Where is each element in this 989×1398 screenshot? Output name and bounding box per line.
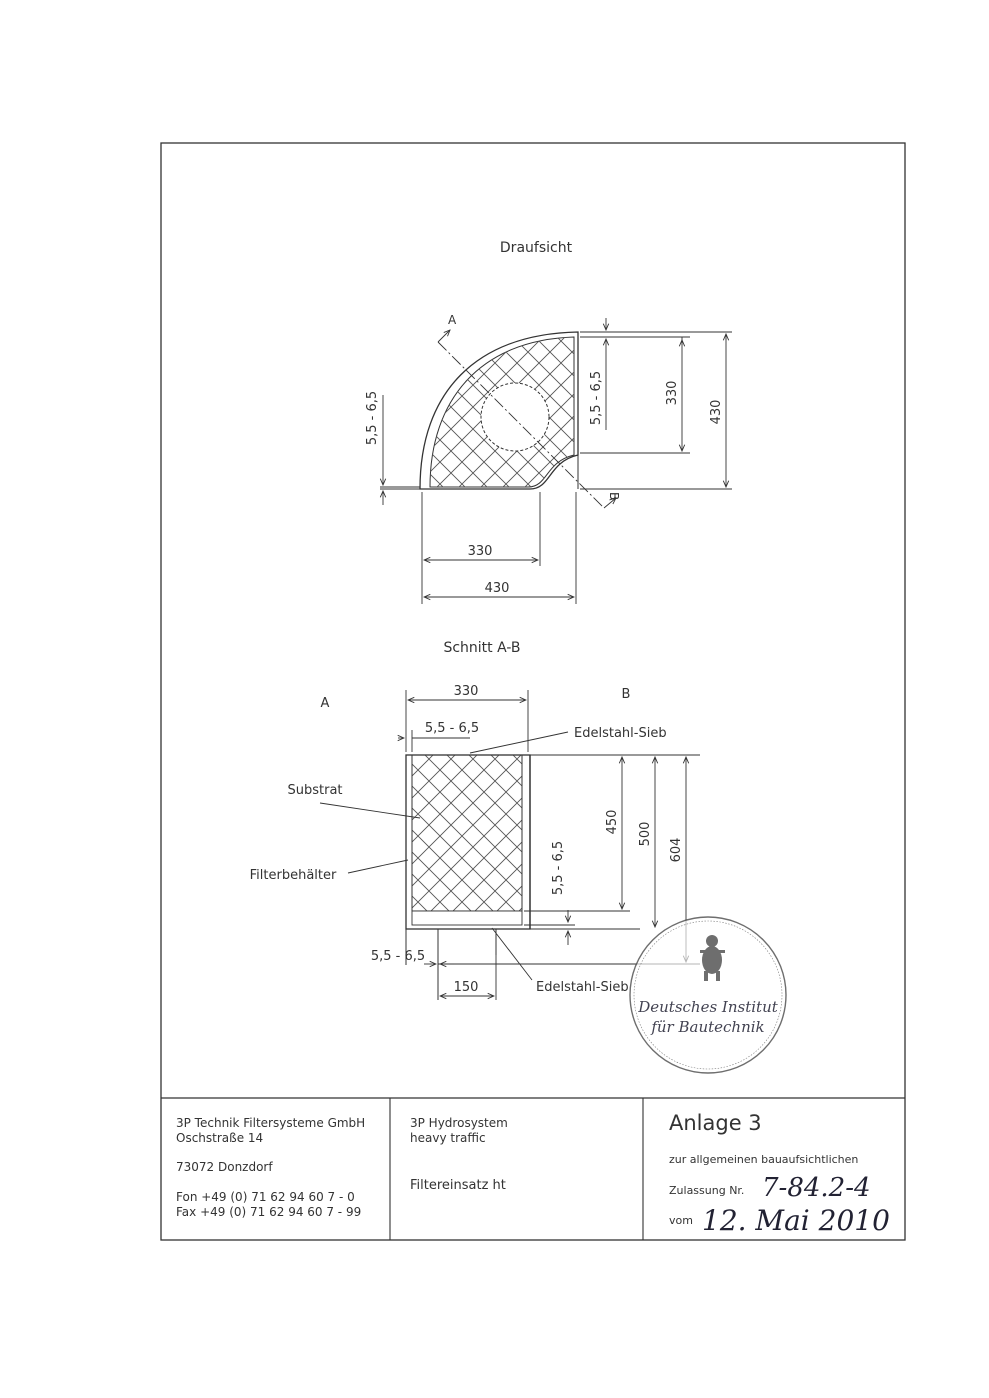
dim-section-h450: 450 bbox=[605, 810, 620, 835]
company-street: Oschstraße 14 bbox=[176, 1131, 264, 1145]
company-name: 3P Technik Filtersysteme GmbH bbox=[176, 1116, 366, 1130]
section-body bbox=[405, 754, 640, 1000]
section-mark-b: B bbox=[607, 492, 621, 500]
dim-top-wall-left: 5,5 - 6,5 bbox=[365, 391, 380, 445]
company-fax: Fax +49 (0) 71 62 94 60 7 - 99 bbox=[176, 1205, 362, 1219]
date-label: vom bbox=[669, 1214, 693, 1227]
dim-top-wall-right: 5,5 - 6,5 bbox=[589, 371, 604, 425]
company-city: 73072 Donzdorf bbox=[176, 1160, 273, 1174]
dim-section-wall-mid: 5,5 - 6,5 bbox=[551, 841, 566, 895]
approval-number: 7-84.2-4 bbox=[762, 1173, 871, 1203]
annex-subtitle: zur allgemeinen bauaufsichtlichen bbox=[669, 1153, 859, 1166]
dibt-stamp: Deutsches Institut für Bautechnik bbox=[629, 916, 787, 1074]
svg-text:für Bautechnik: für Bautechnik bbox=[650, 1018, 764, 1036]
section-line-a-b: A B bbox=[437, 313, 621, 509]
top-view-outlet-circle bbox=[480, 382, 550, 452]
dim-section-wall-top: 5,5 - 6,5 bbox=[425, 721, 479, 736]
section-label-b: B bbox=[622, 687, 631, 702]
dim-section-width: 330 bbox=[454, 684, 479, 699]
product-system: 3P Hydrosystem bbox=[410, 1116, 508, 1130]
dim-section-h500: 500 bbox=[638, 822, 653, 847]
dim-top-outer-v: 430 bbox=[709, 400, 724, 425]
section-title: Schnitt A-B bbox=[443, 640, 520, 656]
annex-title: Anlage 3 bbox=[669, 1111, 762, 1135]
dim-top-inner-v: 330 bbox=[665, 381, 680, 406]
top-view-title: Draufsicht bbox=[500, 240, 573, 256]
label-substrat: Substrat bbox=[287, 783, 342, 798]
label-filterbehaelter: Filterbehälter bbox=[250, 868, 337, 883]
berlin-bear-icon bbox=[700, 935, 725, 981]
approval-label: Zulassung Nr. bbox=[669, 1184, 745, 1197]
approval-date: 12. Mai 2010 bbox=[702, 1204, 890, 1237]
section-mark-a: A bbox=[448, 313, 457, 327]
dim-section-h604: 604 bbox=[669, 838, 684, 863]
dim-top-inner-h: 330 bbox=[468, 544, 493, 559]
section-leaders bbox=[319, 731, 569, 981]
product-part: Filtereinsatz ht bbox=[410, 1178, 506, 1193]
section-label-a: A bbox=[321, 696, 330, 711]
company-phone: Fon +49 (0) 71 62 94 60 7 - 0 bbox=[176, 1190, 355, 1204]
dim-section-wall-bottom: 5,5 - 6,5 bbox=[371, 949, 425, 964]
drawing-frame bbox=[160, 142, 906, 1241]
product-variant: heavy traffic bbox=[410, 1131, 486, 1145]
top-view-dimensions bbox=[380, 318, 732, 604]
top-view-quarter-filter bbox=[419, 331, 579, 490]
label-sieve-bottom: Edelstahl-Sieb bbox=[536, 980, 629, 995]
dim-section-outlet: 150 bbox=[454, 980, 479, 995]
label-sieve-top: Edelstahl-Sieb bbox=[574, 726, 667, 741]
dim-top-outer-h: 430 bbox=[485, 581, 510, 596]
svg-text:Deutsches Institut: Deutsches Institut bbox=[637, 998, 778, 1016]
